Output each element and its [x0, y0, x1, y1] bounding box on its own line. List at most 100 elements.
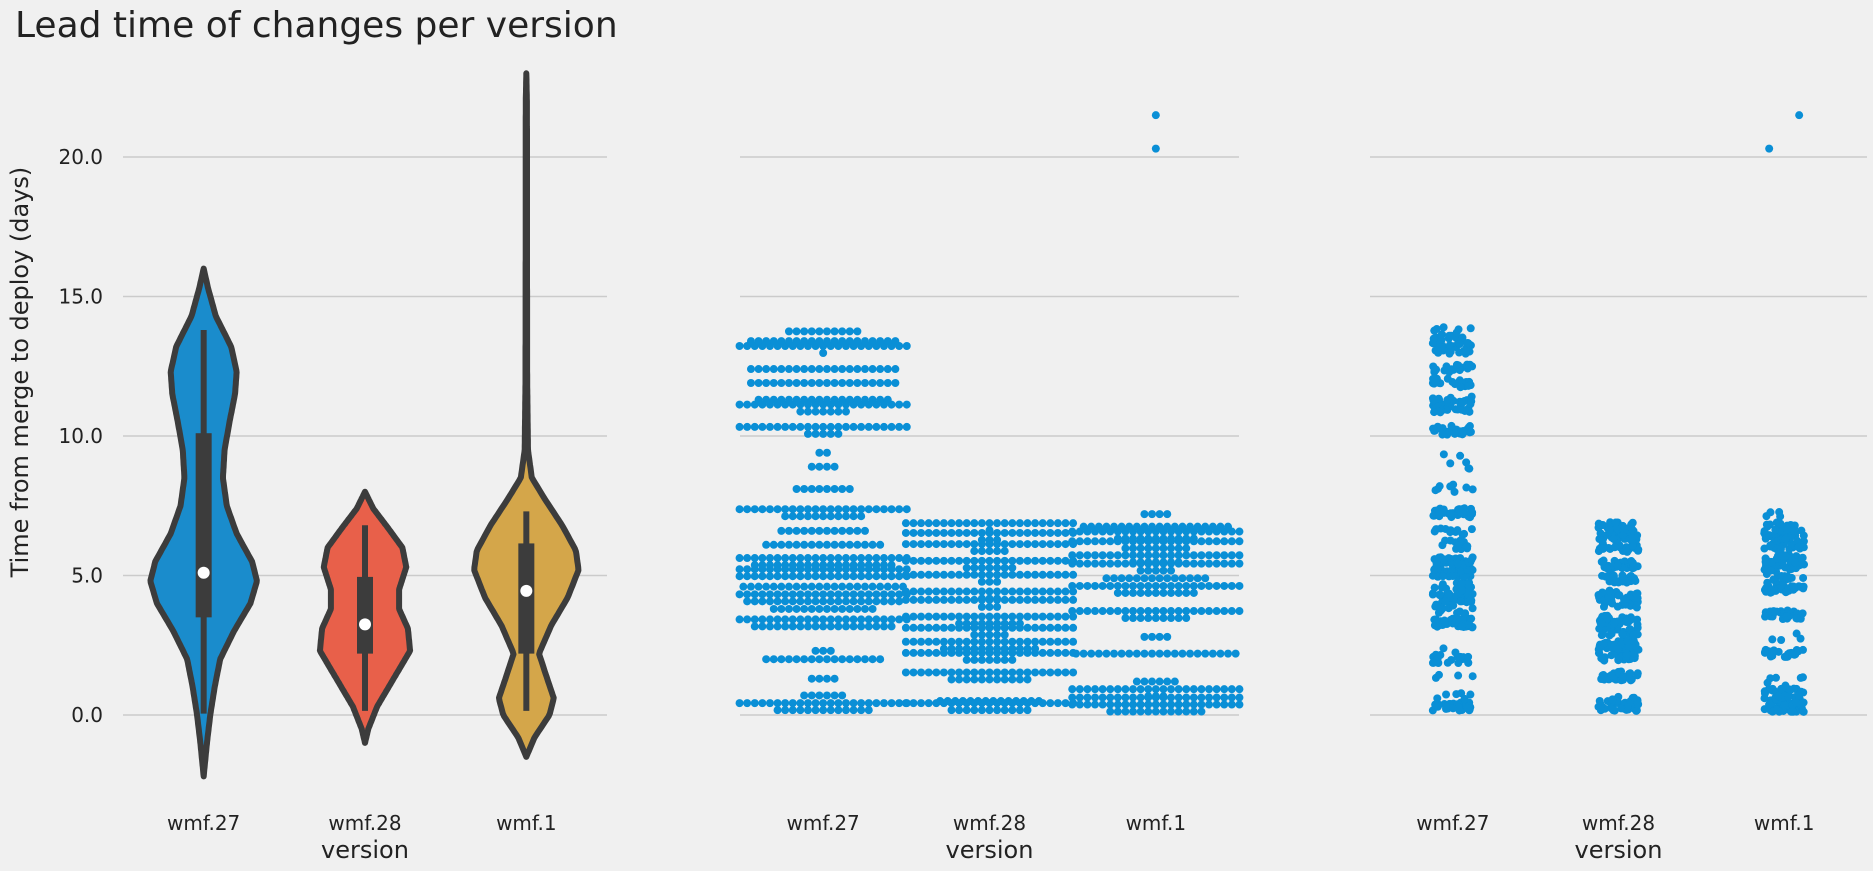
data-point [1212, 607, 1221, 616]
data-point [1597, 675, 1606, 684]
data-point [1038, 612, 1047, 621]
data-point [1106, 685, 1115, 694]
data-point [803, 622, 812, 631]
data-point [1000, 595, 1009, 604]
data-point [1151, 692, 1160, 701]
data-point [773, 706, 782, 715]
data-point [1144, 707, 1153, 716]
data-point [807, 462, 816, 471]
data-point [883, 365, 892, 374]
data-point [1212, 693, 1221, 702]
data-point [1466, 381, 1475, 390]
data-point [932, 612, 941, 621]
data-point [932, 668, 941, 677]
data-point [962, 563, 971, 572]
data-point [924, 668, 933, 677]
data-point [909, 587, 918, 596]
data-point [895, 590, 904, 599]
data-point [970, 706, 979, 715]
data-point [822, 378, 831, 387]
data-point [845, 582, 854, 591]
data-point [788, 505, 797, 514]
data-point [872, 505, 881, 514]
data-point [853, 337, 862, 346]
data-point [1442, 690, 1451, 699]
data-point [811, 699, 820, 708]
data-point [1776, 544, 1785, 553]
data-point [1031, 528, 1040, 537]
data-point [1465, 362, 1474, 371]
data-point [917, 637, 926, 646]
data-point [1633, 615, 1642, 624]
data-point [826, 706, 835, 715]
data-point [853, 526, 862, 535]
y-tick-label: 20.0 [58, 145, 103, 169]
y-axis-label: Time from merge to deploy (days) [6, 167, 34, 579]
data-point [939, 595, 948, 604]
violin-iqr-box [357, 576, 373, 654]
data-point [1151, 566, 1160, 575]
data-point [879, 615, 888, 624]
data-point [857, 615, 866, 624]
data-point [1781, 535, 1790, 544]
data-point [1771, 607, 1780, 616]
data-point [1148, 677, 1157, 686]
data-point [746, 337, 755, 346]
data-point [819, 349, 828, 358]
data-point [1083, 693, 1092, 702]
data-point [845, 655, 854, 664]
data-point [826, 505, 835, 514]
data-point [746, 378, 755, 387]
data-point [1605, 586, 1614, 595]
data-point [1632, 706, 1641, 715]
data-point [826, 554, 835, 563]
data-point [803, 572, 812, 581]
data-point [864, 422, 873, 431]
data-point [777, 395, 786, 404]
data-point [800, 582, 809, 591]
data-point [887, 615, 896, 624]
data-point [864, 615, 873, 624]
data-point [947, 612, 956, 621]
data-point [1446, 536, 1455, 545]
data-point [977, 563, 986, 572]
data-point [1763, 522, 1772, 531]
data-point [788, 622, 797, 631]
data-point [1136, 551, 1145, 560]
data-point [822, 462, 831, 471]
data-point [807, 674, 816, 683]
data-point [876, 540, 885, 549]
data-point [815, 337, 824, 346]
data-point [1098, 607, 1107, 616]
data-point [1227, 551, 1236, 560]
data-point [841, 407, 850, 416]
data-point [838, 485, 847, 494]
data-point [1155, 510, 1164, 519]
data-point [1113, 707, 1122, 716]
data-point [1178, 574, 1187, 583]
data-point [1462, 346, 1471, 355]
data-point [1015, 540, 1024, 549]
data-point [1189, 693, 1198, 702]
data-point [834, 615, 843, 624]
data-point [784, 540, 793, 549]
data-point [1454, 658, 1463, 667]
data-point [841, 554, 850, 563]
data-point [1091, 559, 1100, 568]
data-point [853, 604, 862, 613]
data-point [883, 378, 892, 387]
data-point [735, 699, 744, 708]
data-point [1182, 700, 1191, 709]
data-point [1106, 551, 1115, 560]
data-point [868, 655, 877, 664]
data-point [1113, 700, 1122, 709]
data-point [1151, 558, 1160, 567]
data-point [784, 327, 793, 336]
data-point [909, 528, 918, 537]
data-point [985, 637, 994, 646]
data-point [1794, 543, 1803, 552]
data-point [1428, 571, 1437, 580]
data-point [970, 570, 979, 579]
data-point [807, 691, 816, 700]
data-point [762, 540, 771, 549]
